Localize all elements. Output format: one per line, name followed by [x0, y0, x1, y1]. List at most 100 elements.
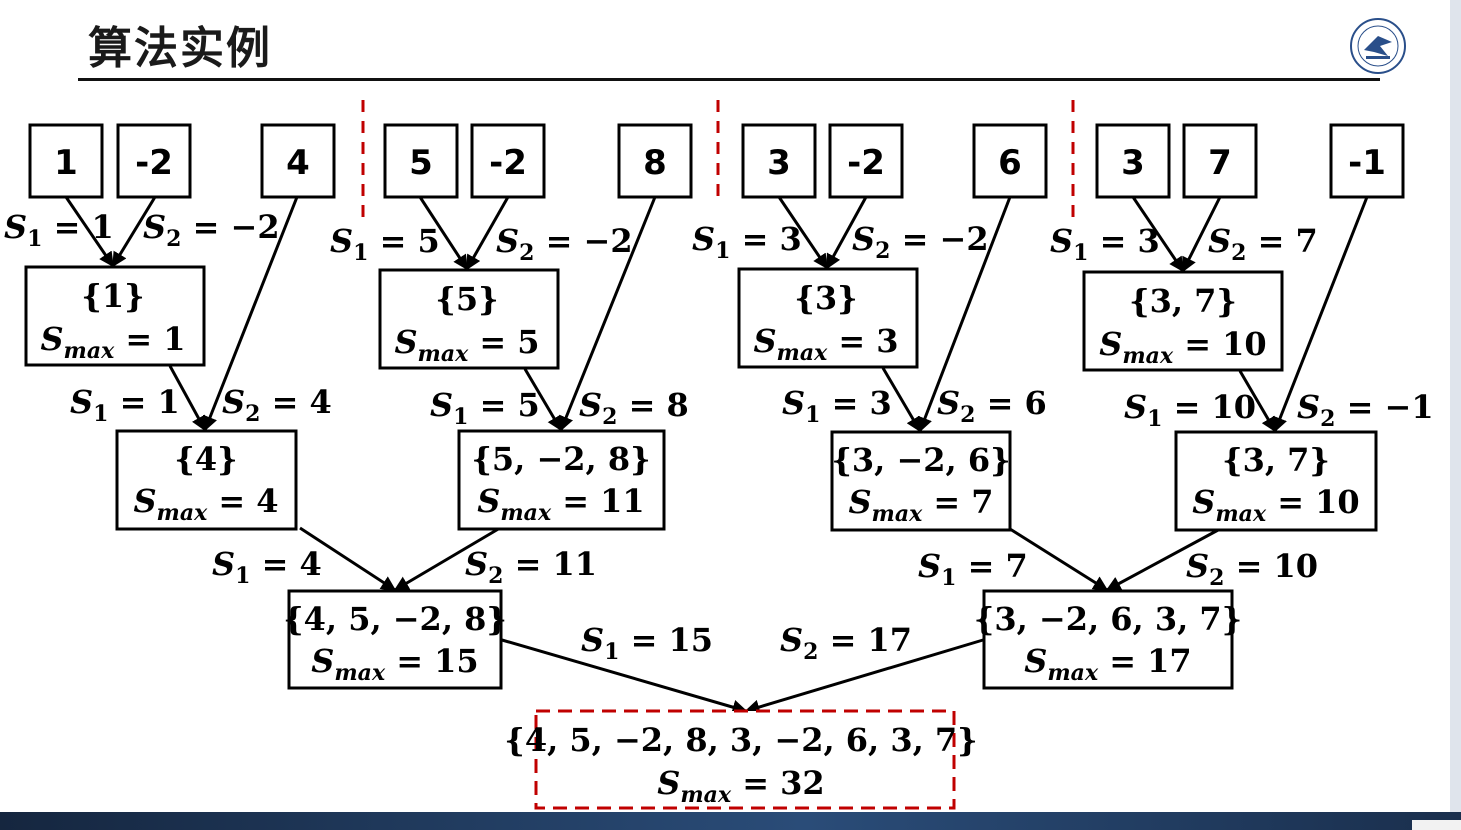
- final-result-node: [534, 709, 956, 810]
- edge-arrow: [64, 196, 115, 268]
- leaf-box: [1182, 123, 1258, 199]
- edge-label-s2: S2 = 7: [1208, 222, 1318, 266]
- node-smax: Smax = 17: [1024, 642, 1191, 686]
- edge-label-s1: S1 = 1: [70, 383, 180, 427]
- edge-label-s1: S1 = 10: [1124, 388, 1256, 432]
- merge-node: [1082, 270, 1284, 372]
- edge-arrow: [1105, 527, 1221, 592]
- taskbar-strip: [0, 812, 1461, 830]
- edge-label-s2: S2 = 6: [937, 384, 1047, 428]
- leaf-value: -2: [135, 143, 173, 183]
- leaf-value: 7: [1208, 143, 1232, 183]
- leaf-value: 3: [767, 143, 791, 183]
- edge-arrow: [1131, 196, 1185, 273]
- edge-arrow: [299, 526, 397, 592]
- edge-arrow: [825, 196, 868, 270]
- page-title: 算法实例: [88, 23, 272, 74]
- leaf-box: [617, 123, 693, 199]
- node-set: {4, 5, −2, 8}: [283, 600, 507, 638]
- edge-arrow: [881, 367, 922, 433]
- merge-node: [737, 267, 919, 369]
- node-smax: Smax = 5: [394, 323, 539, 367]
- edge-arrow: [559, 196, 657, 432]
- node-smax: Smax = 10: [1192, 483, 1359, 527]
- merge-node: [830, 430, 1012, 532]
- leaf-value: 6: [998, 143, 1022, 183]
- node-set: {3}: [794, 279, 857, 317]
- edge-label-s1: S1 = 5: [430, 386, 540, 430]
- node-smax: Smax = 1: [40, 320, 185, 364]
- node-set: {1}: [81, 277, 144, 315]
- edge-label-s2: S2 = −2: [496, 222, 633, 266]
- edge-arrow: [777, 196, 829, 270]
- edge-arrow: [501, 638, 748, 715]
- final-smax: Smax = 32: [657, 764, 824, 808]
- edge-label-s2: S2 = −1: [1297, 388, 1434, 432]
- node-set: {4}: [174, 440, 237, 478]
- slide: 算法实例: [0, 0, 1450, 812]
- leaf-value: 3: [1121, 143, 1145, 183]
- leaf-value: 5: [409, 143, 433, 183]
- leaf-box: [116, 123, 192, 199]
- edge-label-s1: S1 = 3: [782, 384, 892, 428]
- merge-node: [287, 589, 503, 690]
- edge-label-s2: S2 = 10: [1186, 547, 1318, 591]
- merge-node: [982, 589, 1234, 690]
- edge-label-s2: S2 = 17: [780, 621, 912, 665]
- edge-label-s1: S1 = 15: [581, 621, 713, 665]
- node-set: {3, −2, 6, 3, 7}: [974, 600, 1242, 638]
- merge-node: [457, 429, 666, 531]
- leaf-value: -2: [847, 143, 885, 183]
- edge-arrow: [1272, 196, 1369, 433]
- node-smax: Smax = 11: [477, 482, 644, 526]
- node-smax: Smax = 15: [311, 642, 478, 686]
- edge-arrow: [111, 196, 157, 268]
- node-smax: Smax = 7: [848, 483, 993, 527]
- edge-arrow: [418, 196, 469, 271]
- edge-arrow: [168, 365, 207, 432]
- edge-label-s2: S2 = 8: [579, 386, 689, 430]
- leaf-box: [828, 123, 904, 199]
- node-set: {5}: [435, 280, 498, 318]
- leaf-box: [470, 123, 546, 199]
- university-logo-icon: [1350, 18, 1406, 74]
- merge-node: [24, 265, 206, 367]
- leaf-value: -1: [1348, 143, 1386, 183]
- edge-label-s2: S2 = 11: [465, 545, 597, 589]
- edge-arrow: [1009, 527, 1109, 592]
- leaf-value: 8: [643, 143, 667, 183]
- edge-label-s1: S1 = 3: [1050, 222, 1160, 266]
- leaf-box: [972, 123, 1048, 199]
- final-set: {4, 5, −2, 8, 3, −2, 6, 3, 7}: [504, 721, 977, 759]
- leaf-box: [260, 123, 336, 199]
- title-divider: [78, 78, 1380, 81]
- leaf-box: [383, 123, 459, 199]
- edge-arrow: [465, 196, 510, 271]
- edge-label-s1: S1 = 3: [692, 220, 802, 264]
- node-set: {3, 7}: [1129, 282, 1237, 320]
- edge-arrow: [1238, 370, 1277, 433]
- leaf-box: [1329, 123, 1405, 199]
- node-smax: Smax = 10: [1099, 325, 1266, 369]
- node-set: {3, −2, 6}: [831, 441, 1010, 479]
- edge-label-s1: S1 = 7: [918, 547, 1028, 591]
- leaf-box: [1095, 123, 1171, 199]
- edge-label-s1: S1 = 5: [330, 222, 440, 266]
- leaf-box: [28, 123, 104, 199]
- node-smax: Smax = 3: [753, 322, 898, 366]
- edge-label-s2: S2 = 4: [222, 383, 332, 427]
- leaf-box: [741, 123, 817, 199]
- node-set: {3, 7}: [1222, 441, 1330, 479]
- node-smax: Smax = 4: [133, 482, 278, 526]
- merge-node: [1174, 430, 1378, 532]
- leaf-value: 4: [286, 143, 310, 183]
- merge-node: [115, 429, 298, 531]
- leaf-value: -2: [489, 143, 527, 183]
- edge-arrow: [917, 196, 1012, 433]
- edge-label-s1: S1 = 1: [4, 208, 114, 252]
- edge-label-s2: S2 = −2: [852, 220, 989, 264]
- edge-label-s2: S2 = −2: [143, 208, 280, 252]
- edge-label-s1: S1 = 4: [212, 545, 322, 589]
- edge-arrow: [202, 196, 299, 432]
- edge-arrow: [1181, 196, 1222, 273]
